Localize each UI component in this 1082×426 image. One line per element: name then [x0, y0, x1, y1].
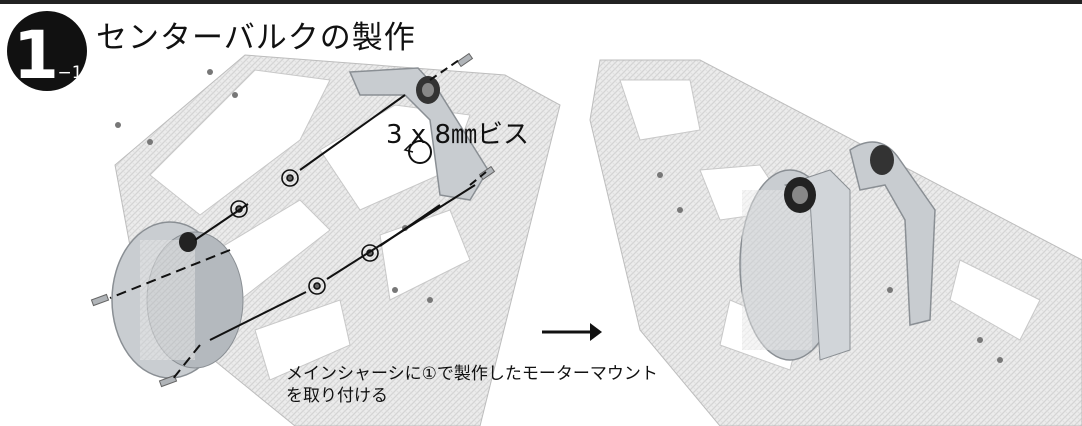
leader-lines: [109, 57, 487, 381]
motor-mount-left: [111, 221, 244, 379]
upper-bulkhead-right: [849, 141, 936, 326]
step-badge-circle: [7, 11, 87, 91]
step-sub-number: −1: [57, 63, 82, 83]
screw-size-label: 3 x 8㎜ビス: [386, 120, 530, 150]
right-arrow-icon: [542, 323, 602, 341]
leader-line-top: [299, 94, 406, 171]
instruction-line-1: メインシャーシに①で製作したモーターマウント: [286, 364, 658, 384]
step-number: 1: [13, 17, 59, 92]
top-border: [0, 0, 1082, 4]
rotate-circle-icon: [403, 140, 432, 164]
instruction-line-2: を取り付ける: [286, 386, 388, 406]
page-title: センターバルクの製作: [96, 20, 416, 56]
hole-highlights: [230, 169, 379, 295]
step-badge: 1 −1: [7, 11, 87, 92]
screws-left: [90, 52, 496, 388]
motor-mount-right: [739, 169, 851, 361]
instruction-text: メインシャーシに①で製作したモーターマウント を取り付ける: [286, 363, 658, 407]
